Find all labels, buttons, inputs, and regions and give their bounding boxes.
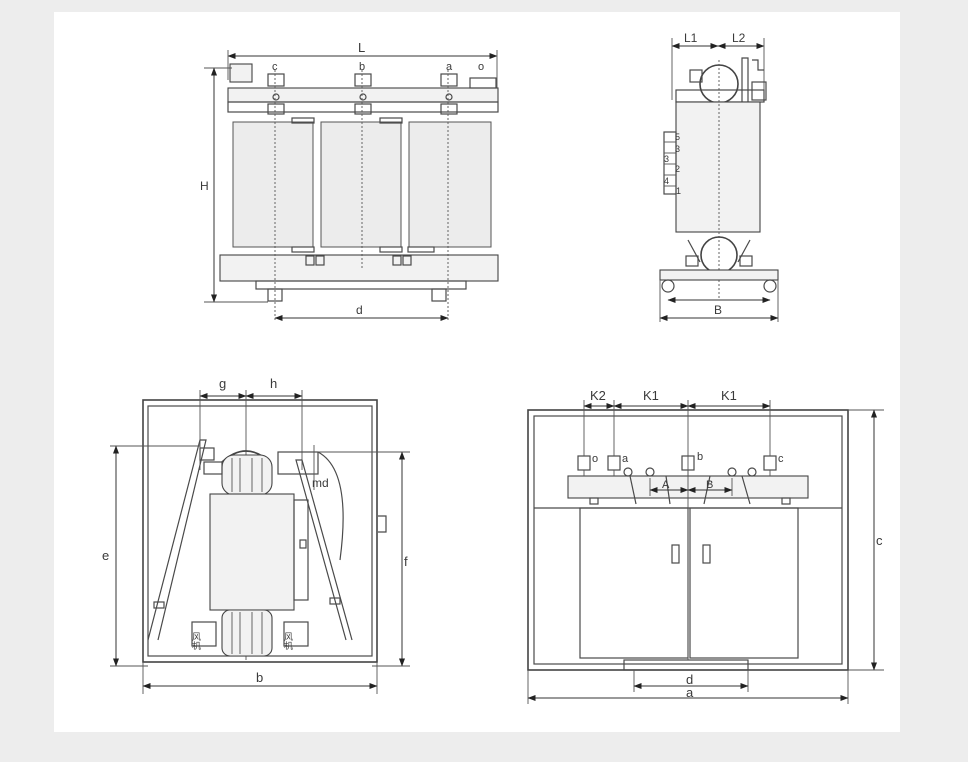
dim-L-label: L — [358, 40, 365, 55]
dim-K2-label: K2 — [590, 388, 606, 403]
dim-h-label: h — [270, 376, 277, 391]
door-handle-left — [671, 544, 680, 564]
dim-c-label: c — [876, 533, 883, 548]
tap-label-4: 2 — [675, 164, 680, 174]
tap-label-2: 3 — [675, 144, 680, 154]
tap-label-1: 5 — [675, 132, 680, 142]
door-left — [579, 507, 689, 659]
side-base — [659, 269, 779, 281]
fan-label-left: 风机 — [191, 632, 201, 651]
drawing-sheet: L c b a o — [54, 12, 900, 732]
dim-K1a-label: K1 — [643, 388, 659, 403]
dim-L1-label: L1 — [684, 31, 698, 45]
dim-A-label: A — [662, 479, 670, 491]
fan-box-right — [283, 621, 309, 647]
door-right — [689, 507, 799, 659]
enclosure-core — [209, 493, 295, 611]
wheel-right — [431, 288, 447, 302]
fan-box-left — [191, 621, 217, 647]
coil-middle — [320, 121, 402, 248]
door-handle-right — [702, 544, 711, 564]
tap-changer: 5 3 3 2 4 1 — [663, 131, 681, 196]
enc-terminal-b: b — [697, 451, 703, 463]
tap-label-5: 4 — [664, 176, 669, 186]
wheel-left — [267, 288, 283, 302]
dim-g-label: g — [219, 376, 226, 391]
dim-a-label: a — [686, 685, 694, 700]
terminal-b-label: b — [359, 61, 365, 73]
dim-B-label: B — [714, 303, 722, 317]
enclosure-side-outline — [142, 399, 378, 663]
side-body — [675, 101, 761, 233]
base-frame — [219, 254, 499, 282]
terminal-c-label: c — [272, 61, 278, 73]
dim-H-label: H — [200, 179, 209, 193]
coil-right — [408, 121, 492, 248]
coil-left — [232, 121, 314, 248]
dim-K1b-label: K1 — [721, 388, 737, 403]
enclosure-side-view: g h md 风机 风机 — [102, 376, 410, 694]
fan-label-right: 风机 — [283, 632, 293, 651]
nameplate-box — [229, 63, 253, 83]
enc-terminal-c: c — [778, 453, 784, 465]
terminal-group — [267, 73, 458, 115]
dim-B2-label: B — [706, 479, 713, 491]
enc-terminal-a: a — [622, 453, 629, 465]
dim-d2-label: d — [686, 672, 693, 687]
dim-e-label: e — [102, 548, 109, 563]
bottom-yoke — [700, 236, 738, 274]
dim-b-label: b — [256, 670, 263, 685]
dim-md-label: md — [312, 476, 329, 490]
enclosure-bottom-coil — [221, 609, 273, 657]
enclosure-top-yoke — [221, 454, 273, 496]
front-view: L c b a o — [200, 40, 499, 322]
enc-terminal-o: o — [592, 453, 598, 465]
enclosure-front-view: o a b c K2 K1 K1 A B c d a — [527, 388, 884, 704]
dim-d-label: d — [356, 303, 363, 317]
dim-f-label: f — [404, 554, 408, 569]
tap-label-3: 3 — [664, 154, 669, 164]
side-view: L1 L2 5 3 3 2 4 1 — [659, 31, 779, 322]
terminal-o-label: o — [478, 61, 484, 73]
terminal-a-label: a — [446, 61, 453, 73]
tap-label-6: 1 — [676, 186, 681, 196]
dim-L2-label: L2 — [732, 31, 746, 45]
transformer-outline-drawing: L c b a o — [102, 31, 884, 704]
